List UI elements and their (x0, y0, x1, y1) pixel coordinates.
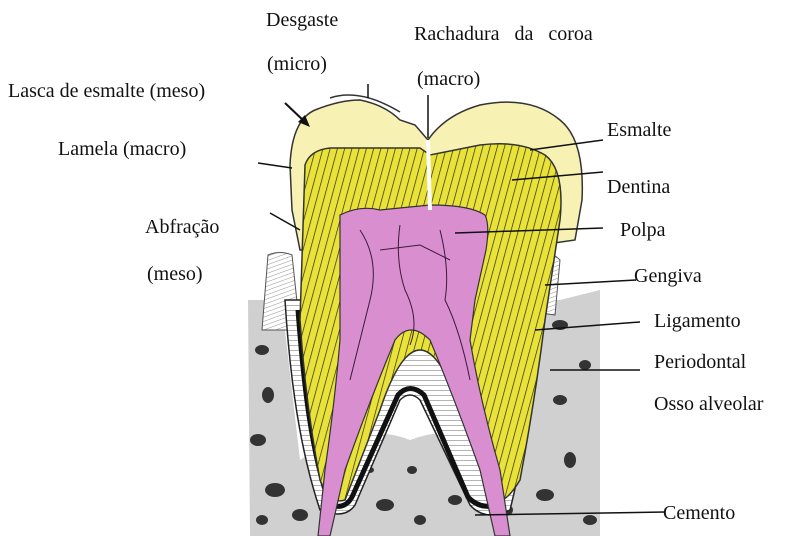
label-desgaste-micro: (micro) (267, 53, 327, 75)
label-lamela: Lamela (macro) (58, 138, 186, 160)
label-rachadura-macro: (macro) (417, 68, 480, 90)
label-desgaste: Desgaste (266, 9, 338, 31)
label-dentina: Dentina (607, 176, 670, 198)
label-osso-alveolar: Osso alveolar (654, 393, 764, 415)
label-ligamento: Ligamento (654, 310, 741, 332)
crown-crack (428, 140, 430, 210)
label-gengiva: Gengiva (634, 265, 702, 287)
label-abfracao-meso: (meso) (147, 263, 203, 285)
label-cemento: Cemento (663, 502, 735, 524)
label-periodontal: Periodontal (654, 351, 747, 373)
label-abfracao: Abfração (145, 216, 219, 238)
label-esmalte: Esmalte (607, 119, 672, 141)
label-polpa: Polpa (620, 219, 666, 241)
label-lasca: Lasca de esmalte (meso) (8, 80, 205, 102)
label-rachadura: Rachadura da coroa (414, 23, 593, 45)
